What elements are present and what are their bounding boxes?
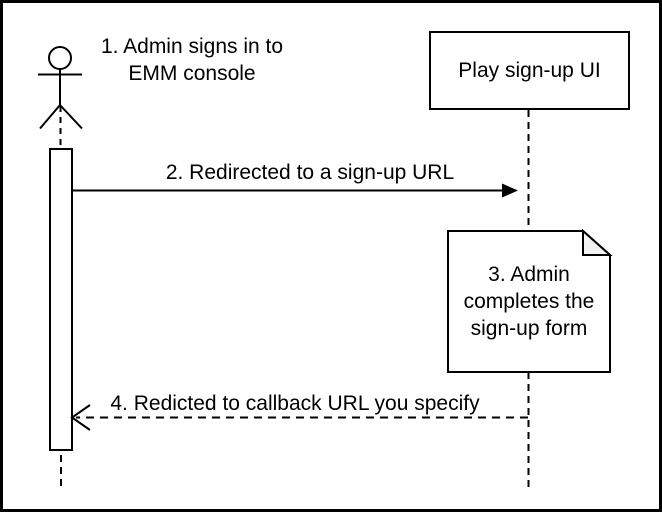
message-1-label: 1. Admin signs in to EMM console: [100, 35, 284, 85]
message-4-open-arrowhead-icon: [70, 404, 91, 431]
note-label: 3. Admin completes the sign-up form: [463, 263, 595, 340]
message-2-arrow: [72, 183, 518, 198]
actor-right-leg: [59, 104, 83, 130]
actor-activation-bar: [49, 148, 73, 451]
participant-box-play-sign-up-ui: Play sign-up UI: [429, 31, 630, 110]
message-4-arrow: [70, 404, 528, 431]
note-document-icon: [447, 228, 613, 373]
actor-stick-figure-icon: [38, 46, 83, 130]
message-2-arrowhead-icon: [502, 183, 518, 198]
actor-head: [48, 46, 72, 70]
message-4-label: 4. Redicted to callback URL you specify: [110, 392, 480, 415]
participant-label: Play sign-up UI: [458, 58, 601, 82]
message-2-label: 2. Redirected to a sign-up URL: [165, 161, 455, 184]
actor-left-leg: [39, 104, 61, 130]
note-body: [447, 230, 611, 373]
note-folded-corner: [582, 228, 613, 256]
